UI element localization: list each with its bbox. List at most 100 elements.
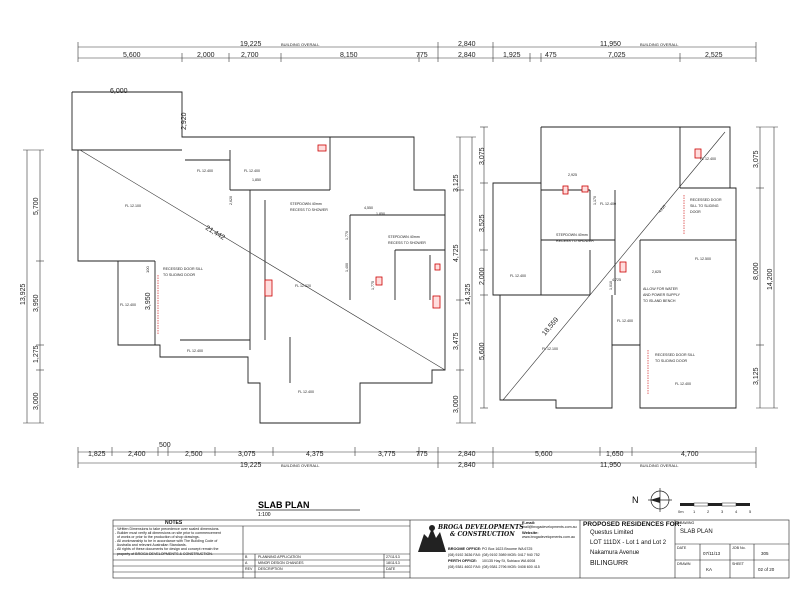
company-logo (418, 525, 446, 552)
sheet-label: SHEET (732, 562, 744, 566)
bottom-right-building-overall: BUILDING OVERALL (640, 463, 679, 468)
bottom-left-seg-6: 3,775 (378, 451, 396, 458)
left-fl-12400-c: FL 12.400 (120, 303, 136, 307)
left-d-100: 100 (145, 266, 150, 273)
note-5: - All rights of these documents for desi… (115, 547, 219, 552)
note-2: of works or prior to the production of s… (115, 535, 200, 540)
left-d-1775: 1,775 (371, 281, 375, 290)
left-recessed-door-2: TO SLIDING DOOR (163, 273, 195, 277)
right-left-seg-3: 5,600 (479, 342, 486, 360)
right-recessed-door-3: DOOR (690, 210, 701, 214)
website: www.brogadevelopments.com.au (522, 535, 575, 539)
left-right-seg-1: 4,725 (453, 244, 460, 262)
left-right-seg-0: 3,125 (453, 174, 460, 192)
left-stepdown-2: STEPDOWN 40mm (388, 235, 420, 239)
right-diagonal-line (502, 131, 726, 401)
drawn-value: KA (706, 567, 713, 572)
left-fixtures (264, 144, 441, 309)
left-side-seg-3: 3,000 (33, 392, 40, 410)
right-top-overall: 11,950 (600, 41, 621, 48)
right-d-4725: 4,725 (612, 278, 621, 282)
left-right-dimension-lines (456, 136, 476, 424)
rev-1-desc: MINOR DESIGN CHANGES (258, 561, 304, 565)
right-recessed-door: RECESSED DOOR (690, 198, 722, 202)
right-top-seg-4: 2,525 (705, 52, 723, 59)
left-plan-walls (71, 91, 446, 424)
drawing-scale: 1:100 (258, 512, 271, 518)
rev-1-id: A (245, 561, 248, 565)
right-fl-12400-d: FL 12.400 (617, 319, 633, 323)
left-fl-12020: FL 12.020 (295, 284, 311, 288)
note-6: property of BROGA DEVELOPMENTS & CONSTRU… (115, 551, 213, 556)
perth-office: PERTH OFFICE: (448, 559, 478, 563)
right-plan-walls (492, 126, 737, 409)
scale-bar (680, 502, 750, 507)
left-d-1400: 1,400 (345, 263, 349, 272)
right-fl-12500: FL 12.500 (695, 257, 711, 261)
broome-address: PO Box 1623 Broome WA 6725 (482, 547, 533, 551)
left-top-seg-2: 2,700 (241, 52, 259, 59)
left-side-seg-1: 3,950 (33, 294, 40, 312)
right-allow-1: ALLOW FOR WATER (643, 287, 678, 291)
right-fl-12100: FL 12.100 (542, 347, 558, 351)
right-recessed-sill: RECESSED DOOR SILL (655, 353, 695, 357)
note-3: - All workmanship to be in accordance wi… (115, 539, 218, 544)
left-side-seg-0: 5,700 (33, 197, 40, 215)
street-name: Nakamura Avenue (590, 550, 640, 556)
left-top-building-overall: BUILDING OVERALL (281, 42, 320, 47)
scale-tick-2: 2 (707, 509, 710, 514)
job-label: JOB No. (732, 546, 746, 550)
right-right-dimension-lines (756, 126, 778, 409)
right-recess: RECESS TO SHOWER (556, 239, 594, 243)
left-stepdown-1: STEPDOWN 40mm (290, 202, 322, 206)
bottom-right-seg-0: 2,840 (458, 451, 476, 458)
right-left-seg-1: 3,525 (479, 214, 486, 232)
bottom-right-seg-1: 5,600 (535, 451, 553, 458)
project-title: PROPOSED RESIDENCES FOR: (583, 521, 682, 528)
left-top-dimension-lines (77, 42, 439, 62)
notes-list: - Written Dimensions to take precedence … (115, 527, 243, 556)
drawing-title: SLAB PLAN (258, 500, 310, 510)
right-top-left-overall: 2,840 (458, 41, 476, 48)
job-value: 305 (761, 551, 769, 556)
title-block-frame (112, 519, 790, 579)
date-label: DATE (677, 546, 687, 550)
left-side-seg-2: 1,275 (33, 345, 40, 363)
drawn-label: DRAWN (677, 562, 691, 566)
bottom-left-seg-4: 3,075 (238, 451, 256, 458)
right-right-seg-2: 3,125 (753, 367, 760, 385)
scale-tick-1: 1 (693, 509, 696, 514)
bottom-right-left-overall: 2,840 (458, 462, 476, 469)
scale-tick-4: 4 (735, 509, 738, 514)
right-recessed-door-2: SILL TO SLIDING (690, 204, 719, 208)
left-top-block-depth: 2,920 (181, 112, 188, 130)
rev-2-desc: DESCRIPTION (258, 567, 283, 571)
right-d-1170: 1,170 (593, 196, 597, 205)
left-fl-12400-a: FL 12.400 (197, 169, 213, 173)
left-fl-12400-e: FL 12.400 (298, 390, 314, 394)
right-top-building-overall: BUILDING OVERALL (640, 42, 679, 47)
suburb: BILINGURR (590, 560, 629, 567)
right-left-dimension-lines (480, 126, 488, 409)
left-top-block-width: 6,000 (110, 88, 128, 95)
left-diagonal: 21,442 (204, 225, 226, 242)
broome-phone: (08) 9192 3636 FAX: (08) 9192 3989 MOB: … (448, 553, 540, 557)
left-top-seg-4: 775 (416, 52, 428, 59)
note-1: - Builder must verify all dimensions on … (115, 531, 221, 536)
right-top-dimension-lines (438, 42, 757, 62)
left-d-3950: 3,950 (145, 292, 152, 310)
bottom-left-building-overall: BUILDING OVERALL (281, 463, 320, 468)
bottom-left-seg-7: 775 (416, 451, 428, 458)
left-fl-12400-b: FL 12.400 (244, 169, 260, 173)
left-right-seg-3: 3,000 (453, 395, 460, 413)
left-d-1770: 1,770 (345, 231, 349, 240)
scale-tick-5: 5 (749, 509, 752, 514)
left-side-overall: 13,925 (20, 283, 27, 305)
left-top-seg-3: 8,150 (340, 52, 358, 59)
scale-tick-0: 0m (678, 509, 684, 514)
right-left-seg-0: 3,075 (479, 147, 486, 165)
right-d-2625: 2,625 (652, 270, 661, 274)
right-d-4225: 4,225 (658, 204, 667, 213)
